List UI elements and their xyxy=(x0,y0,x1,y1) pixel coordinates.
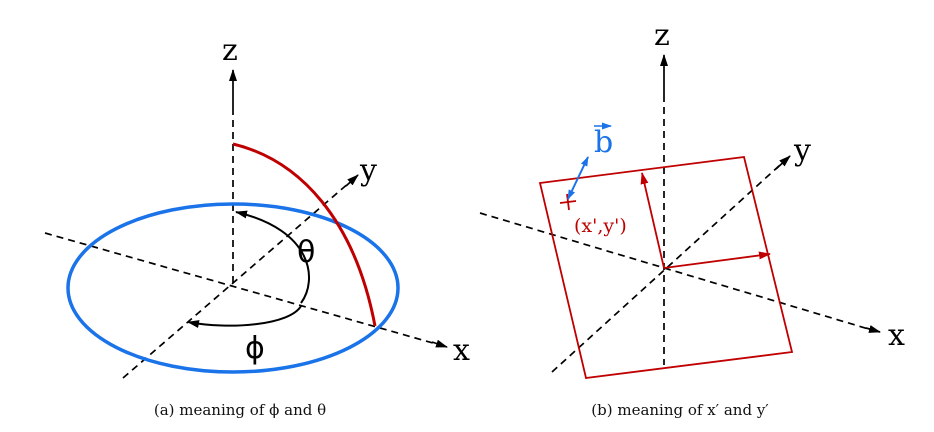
panel-a: z y x θ ϕ (a) meaning of ϕ and θ xyxy=(44,33,470,419)
panel-a-z-label: z xyxy=(222,33,238,68)
panel-b-y-label: y xyxy=(793,133,811,168)
panel-b-point-marker-v xyxy=(566,193,570,211)
panel-b-red-square xyxy=(538,156,794,379)
panel-b-xprime-arrow xyxy=(663,251,771,269)
panel-a-x-axis xyxy=(44,232,441,346)
panel-a-phi-label: ϕ xyxy=(245,331,265,366)
panel-b-y-axis xyxy=(551,164,781,373)
panel-b-y-axis-tip xyxy=(775,155,791,170)
panel-a-y-axis-tip xyxy=(345,174,359,187)
panel-a-y-label: y xyxy=(359,153,377,188)
panel-b-x-axis-tip xyxy=(865,325,881,333)
panel-a-phi-arc xyxy=(187,305,302,328)
panel-a-caption: (a) meaning of ϕ and θ xyxy=(154,401,326,419)
panel-b-vector-b xyxy=(567,156,589,200)
panel-a-theta-label: θ xyxy=(297,235,315,270)
panel-b-z-label: z xyxy=(654,18,670,53)
panel-b-caption: (b) meaning of x′ and y′ xyxy=(591,401,769,419)
panel-a-circle xyxy=(66,202,400,374)
panel-a-x-axis-tip xyxy=(431,339,448,348)
panel-b-point-label: (x',y') xyxy=(574,215,627,237)
panel-a-theta-arc xyxy=(235,210,310,304)
panel-b: b (x',y') z y x (b) meaning of x′ and y′ xyxy=(479,18,905,419)
panel-a-red-arc xyxy=(232,142,377,327)
panel-b-yprime-arrow xyxy=(640,172,665,269)
panel-a-x-label: x xyxy=(453,333,470,368)
panel-a-y-axis xyxy=(122,181,351,379)
panel-b-x-axis xyxy=(479,212,873,331)
panel-b-vector-b-label: b xyxy=(594,125,613,160)
panel-b-x-label: x xyxy=(888,318,905,353)
